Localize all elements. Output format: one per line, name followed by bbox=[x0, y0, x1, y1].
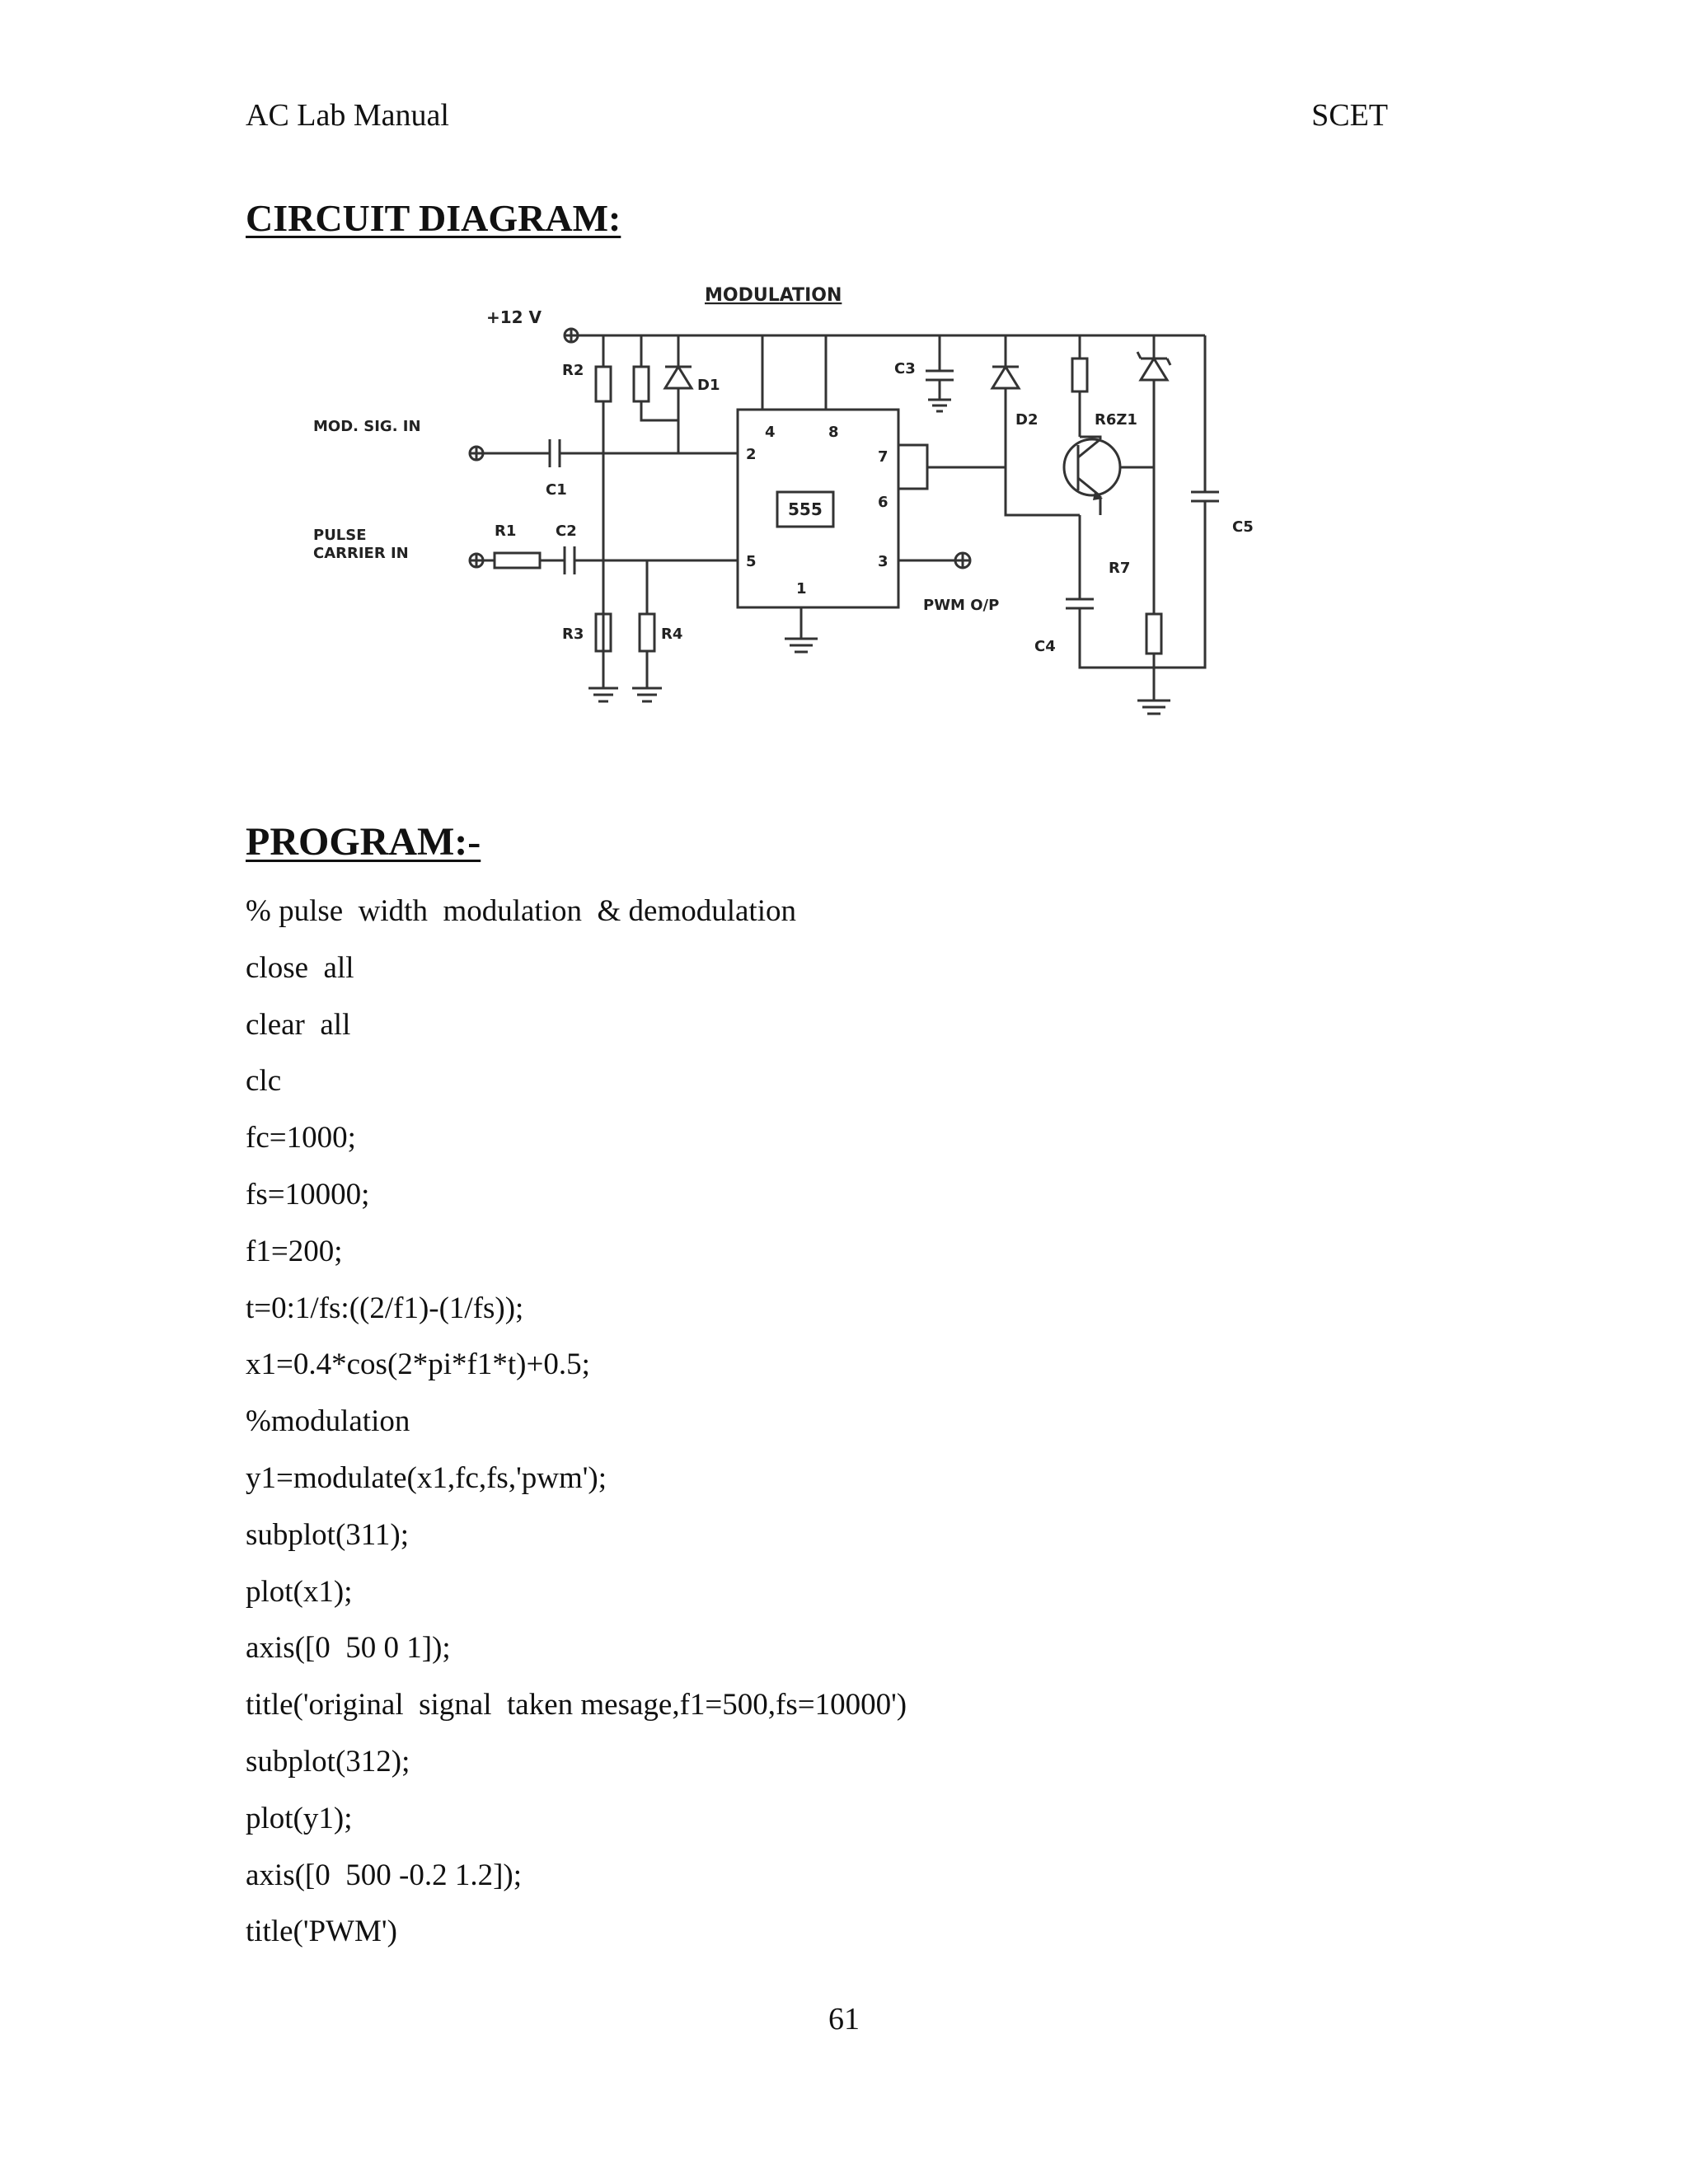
diagram-title: MODULATION bbox=[705, 285, 842, 306]
label-pulse-in-1: PULSE bbox=[313, 527, 367, 544]
program-heading: PROGRAM:- bbox=[246, 820, 481, 864]
label-c3: C3 bbox=[894, 360, 916, 377]
program-code: % pulse width modulation & demodulation … bbox=[246, 883, 907, 1961]
r7-resistor bbox=[1145, 612, 1163, 655]
code-line: clc bbox=[246, 1064, 282, 1099]
label-d1: D1 bbox=[697, 377, 720, 394]
c1-capacitor bbox=[548, 439, 561, 467]
ground-r4 bbox=[632, 687, 662, 703]
label-d2: D2 bbox=[1015, 411, 1038, 429]
code-line: y1=modulate(x1,fc,fs,'pwm'); bbox=[246, 1460, 607, 1495]
ic-555-label-box bbox=[776, 490, 835, 528]
c4-capacitor bbox=[1066, 598, 1094, 610]
code-line: fc=1000; bbox=[246, 1121, 356, 1155]
ground-r3 bbox=[588, 687, 618, 703]
z1-zener bbox=[1138, 356, 1170, 382]
ground-c3 bbox=[928, 398, 951, 413]
label-c5: C5 bbox=[1232, 518, 1254, 536]
label-r4: R4 bbox=[661, 626, 682, 643]
label-pin2: 2 bbox=[746, 446, 757, 463]
label-vcc: +12 V bbox=[486, 307, 542, 327]
label-pin4: 4 bbox=[765, 424, 776, 441]
label-r6z1: R6Z1 bbox=[1095, 411, 1137, 429]
r-d1-resistor bbox=[632, 365, 650, 403]
c3-capacitor bbox=[926, 369, 954, 382]
label-pwm-out: PWM O/P bbox=[923, 597, 999, 614]
code-line: fs=10000; bbox=[246, 1177, 370, 1212]
r1-resistor bbox=[493, 551, 542, 569]
c5-capacitor bbox=[1191, 490, 1219, 503]
code-line: axis([0 50 0 1]); bbox=[246, 1631, 451, 1666]
page-number: 61 bbox=[828, 2002, 860, 2036]
code-line: clear all bbox=[246, 1007, 351, 1042]
label-r3: R3 bbox=[562, 626, 584, 643]
ground-ic bbox=[785, 637, 818, 654]
code-line: %modulation bbox=[246, 1404, 410, 1439]
code-line: f1=200; bbox=[246, 1234, 343, 1268]
label-c2: C2 bbox=[556, 523, 577, 540]
transistor bbox=[1062, 438, 1122, 497]
d2-diode bbox=[990, 364, 1021, 390]
code-line: subplot(312); bbox=[246, 1744, 410, 1779]
code-line: t=0:1/fs:((2/f1)-(1/fs)); bbox=[246, 1291, 524, 1325]
code-line: x1=0.4*cos(2*pi*f1*t)+0.5; bbox=[246, 1347, 590, 1382]
label-mod-in: MOD. SIG. IN bbox=[313, 418, 421, 435]
circuit-diagram: MODULATION +12 V MOD. SIG. IN PULSE CARR… bbox=[313, 285, 1254, 715]
label-r7: R7 bbox=[1109, 560, 1130, 577]
ground-right bbox=[1137, 699, 1170, 715]
label-r2: R2 bbox=[562, 362, 584, 379]
ic-555-body bbox=[736, 408, 900, 609]
r6-resistor bbox=[1071, 357, 1089, 393]
label-pin5: 5 bbox=[746, 553, 757, 570]
header-left: AC Lab Manual bbox=[246, 98, 449, 133]
label-r1: R1 bbox=[495, 523, 516, 540]
label-c1: C1 bbox=[546, 481, 567, 499]
r4-resistor bbox=[638, 612, 656, 653]
code-line: subplot(311); bbox=[246, 1517, 410, 1552]
label-pin7: 7 bbox=[878, 448, 889, 466]
code-line: title('PWM') bbox=[246, 1915, 397, 1949]
label-pin1: 1 bbox=[796, 580, 807, 598]
code-line: plot(x1); bbox=[246, 1574, 353, 1609]
code-line: title('original signal taken mesage,f1=5… bbox=[246, 1688, 907, 1722]
c2-capacitor bbox=[563, 546, 576, 574]
header-right: SCET bbox=[1311, 98, 1388, 133]
code-line: axis([0 500 -0.2 1.2]); bbox=[246, 1858, 522, 1892]
pwm-out-terminal bbox=[954, 551, 972, 569]
mod-sig-in-terminal bbox=[468, 445, 485, 462]
pulse-carrier-in-terminal bbox=[468, 552, 485, 569]
label-pulse-in-2: CARRIER IN bbox=[313, 545, 409, 562]
code-line: plot(y1); bbox=[246, 1801, 353, 1835]
label-pin6: 6 bbox=[878, 494, 889, 511]
label-pin8: 8 bbox=[828, 424, 839, 441]
d1-diode bbox=[663, 364, 694, 390]
vcc-terminal bbox=[563, 327, 579, 344]
label-ic: 555 bbox=[788, 499, 823, 519]
label-pin3: 3 bbox=[878, 553, 889, 570]
code-line: % pulse width modulation & demodulation bbox=[246, 894, 796, 928]
circuit-diagram-heading: CIRCUIT DIAGRAM: bbox=[246, 197, 621, 239]
code-line: close all bbox=[246, 950, 354, 985]
label-c4: C4 bbox=[1034, 638, 1056, 655]
r2-resistor bbox=[594, 365, 612, 403]
